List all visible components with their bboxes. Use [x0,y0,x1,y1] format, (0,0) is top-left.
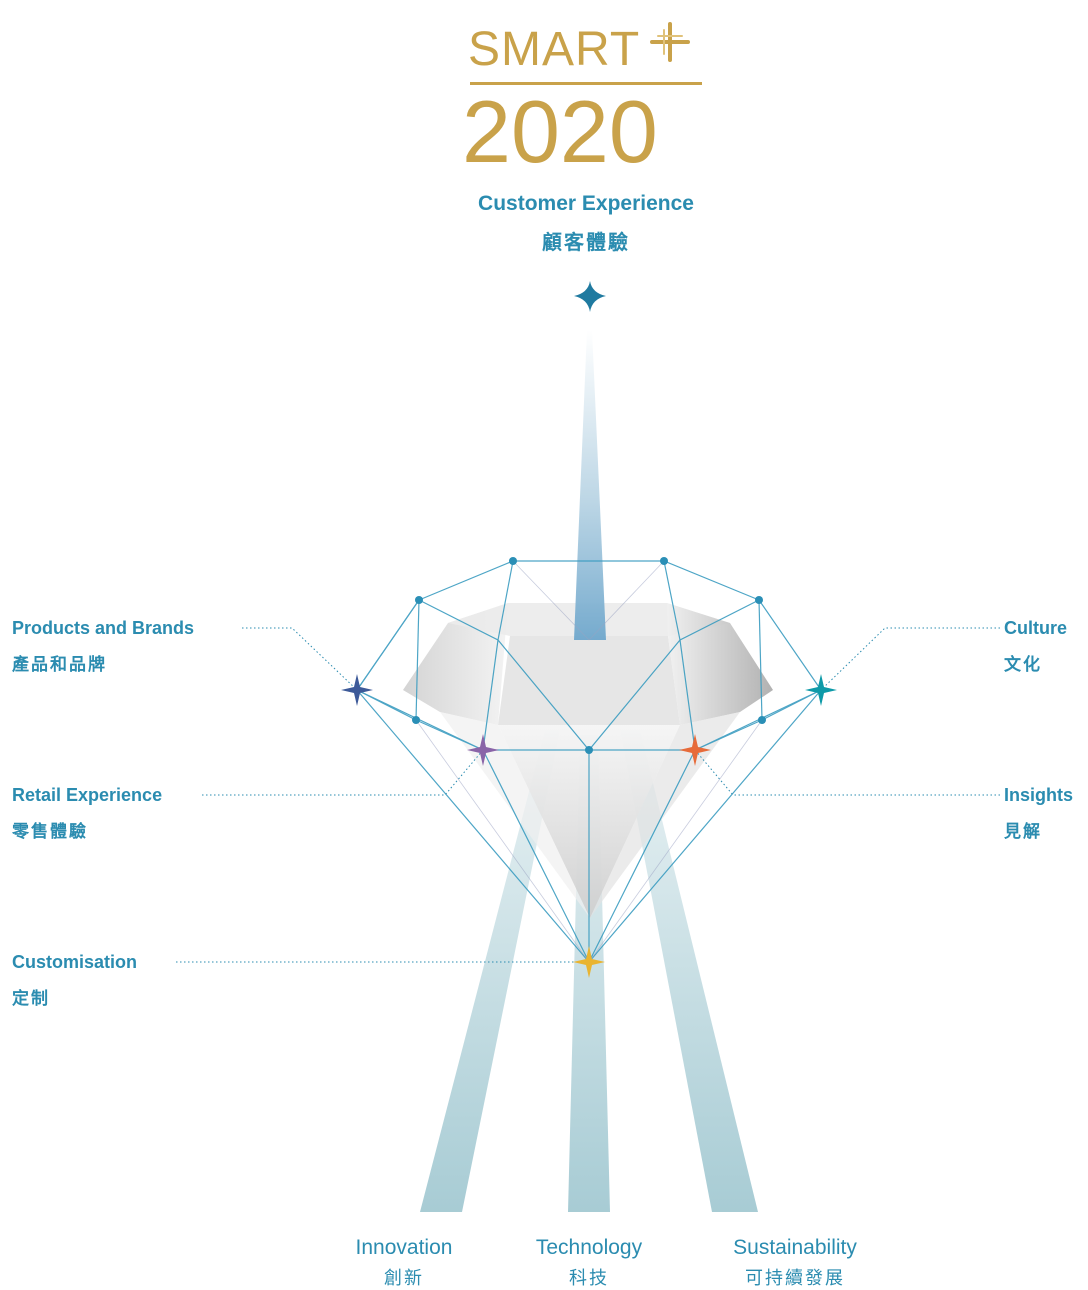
customer-experience-title: Customer Experience [478,192,694,215]
insights-connector [694,749,1000,796]
sustainability-label-zh: 可持續發展 [745,1268,845,1288]
culture-label-zh: 文化 [1004,655,1042,674]
customisation-plus-star-icon [573,946,605,978]
customisation-label-zh: 定制 [12,989,50,1008]
insights-plus-star-icon [679,734,711,766]
crown-left-face [403,603,508,725]
products-connector [242,627,358,691]
customer-experience-title-zh: 顧客體驗 [542,232,630,254]
innovation-label: Innovation [355,1236,453,1259]
logo: SMART 2020 [462,22,708,176]
technology-label: Technology [535,1236,643,1259]
culture-label: Culture [1004,618,1067,638]
logo-wordmark: SMART [468,23,641,76]
logo-plus-icon [650,22,690,62]
sustainability-label: Sustainability [733,1236,857,1259]
retail-experience-label: Retail Experience [12,785,163,805]
insights-label: Insights [1004,785,1074,805]
insights-label-zh: 見解 [1004,822,1042,841]
products-brands-label: Products and Brands [12,618,195,638]
products-plus-star-icon [341,674,373,706]
innovation-beam [420,730,560,1212]
technology-label-zh: 科技 [569,1268,609,1288]
top-light-beam [574,330,606,640]
customisation-label: Customisation [12,952,138,972]
culture-plus-star-icon [805,674,837,706]
retail-plus-star-icon [467,734,499,766]
retail-experience-label-zh: 零售體驗 [12,822,88,841]
innovation-label-zh: 創新 [384,1268,424,1288]
retail-connector [202,749,484,796]
crown-center-face [498,636,680,725]
sparkle-star-icon [574,281,606,312]
logo-year: 2020 [462,82,658,181]
logo-divider [470,82,702,85]
wireframe-nodes [412,557,766,754]
products-brands-label-zh: 產品和品牌 [12,655,107,674]
culture-connector [820,627,1000,691]
sustainability-beam [620,730,758,1212]
